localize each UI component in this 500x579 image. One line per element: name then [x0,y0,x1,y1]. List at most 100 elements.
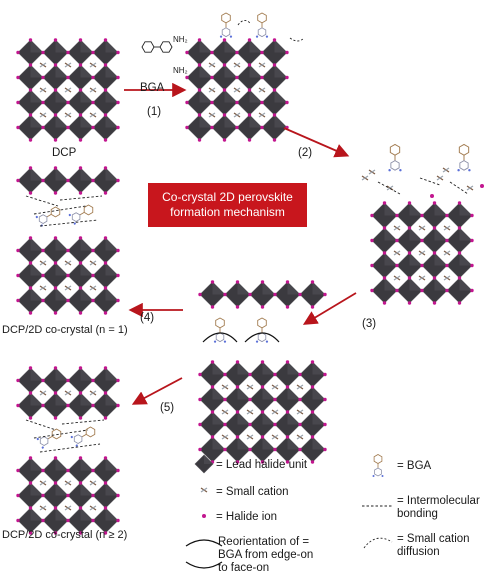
halide-ion [198,397,202,402]
halide-ion [260,100,264,105]
phenyl-ring [257,317,267,329]
halide-ion [235,385,240,389]
halide-ion [41,403,45,408]
halide-ion [28,531,33,535]
phenyl-ring [83,204,94,216]
halide-ion [407,276,412,280]
octahedron-facet [434,278,447,291]
halide-ion [247,63,252,67]
legend-diffusion: = Small cation diffusion [397,533,470,558]
halide-ion [91,178,95,183]
halide-ion [370,288,374,293]
halide-ion [285,435,290,439]
title-line-2: formation mechanism [170,205,285,219]
halide-ion [16,50,20,55]
halide-ion [91,403,95,408]
phenyl-ring [458,143,470,156]
halide-ion [78,366,83,370]
octahedron-facet [30,168,43,181]
halide-ion [310,385,315,389]
step-5-label: (5) [160,402,175,414]
legend-diffusion-curve [363,537,393,549]
octahedron-facet [80,65,93,78]
amine-group [36,437,39,441]
reorientation-legend-arrow [185,539,223,547]
octahedron-facet [105,168,118,181]
octahedron-facet [30,263,43,276]
legend-small-cation: = Small cation [216,486,289,498]
octahedron-facet [55,115,68,128]
amine-group [219,35,223,38]
small-cation-bond [233,87,241,93]
octahedron-facet [55,393,68,406]
amine-group [265,35,269,38]
perovskite-lattice [198,360,327,464]
halide-ion [285,385,290,389]
octahedron-facet [274,65,287,78]
halide-ion [78,236,83,240]
small-cation-bond [208,87,216,93]
halide-ion [28,286,33,290]
halide-ion [298,292,302,297]
small-cation-bond [64,87,72,93]
step-4-label: (4) [140,312,155,324]
halide-ion [78,416,83,420]
small-cation-bond [246,434,254,440]
halide-ion [116,248,120,253]
halide-ion [116,75,120,80]
halide-ion [16,378,20,383]
small-cation-bond [361,175,369,181]
halide-ion [432,201,437,205]
halide-ion [91,50,95,55]
halide-ion [470,213,474,218]
halide-ion [248,422,252,427]
octahedron-facet [55,508,68,521]
halide-ion [370,213,374,218]
halide-ion [298,397,302,402]
octahedron-facet [199,90,212,103]
octahedron-facet [312,412,325,425]
octahedron-facet [212,412,225,425]
halide-ion [53,63,58,67]
octahedron-facet [199,115,212,128]
bga-molecule [457,143,471,172]
halide-ion [273,292,277,297]
small-cation-bond [221,434,229,440]
small-cation-bond [89,505,97,511]
bga-structure-schematic [141,41,173,53]
halide-ion [197,138,202,142]
halide-ion [310,360,315,364]
octahedron-facet [80,288,93,301]
small-cation-bond [296,409,304,415]
halide-ion [470,263,474,268]
halide-ion [210,125,214,130]
octahedron-facet [80,368,93,381]
halide-ion [248,372,252,377]
octahedron-facet [105,90,118,103]
legend-lead-halide: = Lead halide unit [216,459,308,471]
halide-ion [41,273,45,278]
halide-ion [457,276,462,280]
halide-ion [197,88,202,92]
small-cation-bond [393,275,401,281]
halide-ion [285,460,290,464]
octahedron-facet [30,393,43,406]
halide-ion [28,166,33,170]
halide-ion [116,178,120,183]
halide-ion [16,178,20,183]
bga-label: BGA [140,82,165,94]
halide-ion [103,416,108,420]
halide-ion [53,366,58,370]
small-cation-bond [64,480,72,486]
halide-ion [103,88,108,92]
octahedron-facet [384,278,397,291]
perovskite-lattice [16,166,120,195]
halide-ion [445,288,449,293]
octahedron-facet [105,40,118,53]
halide-ion [116,518,120,523]
halide-ion [445,263,449,268]
amine-group [229,35,233,38]
perovskite-lattice [16,366,120,420]
small-cation-bond [89,285,97,291]
